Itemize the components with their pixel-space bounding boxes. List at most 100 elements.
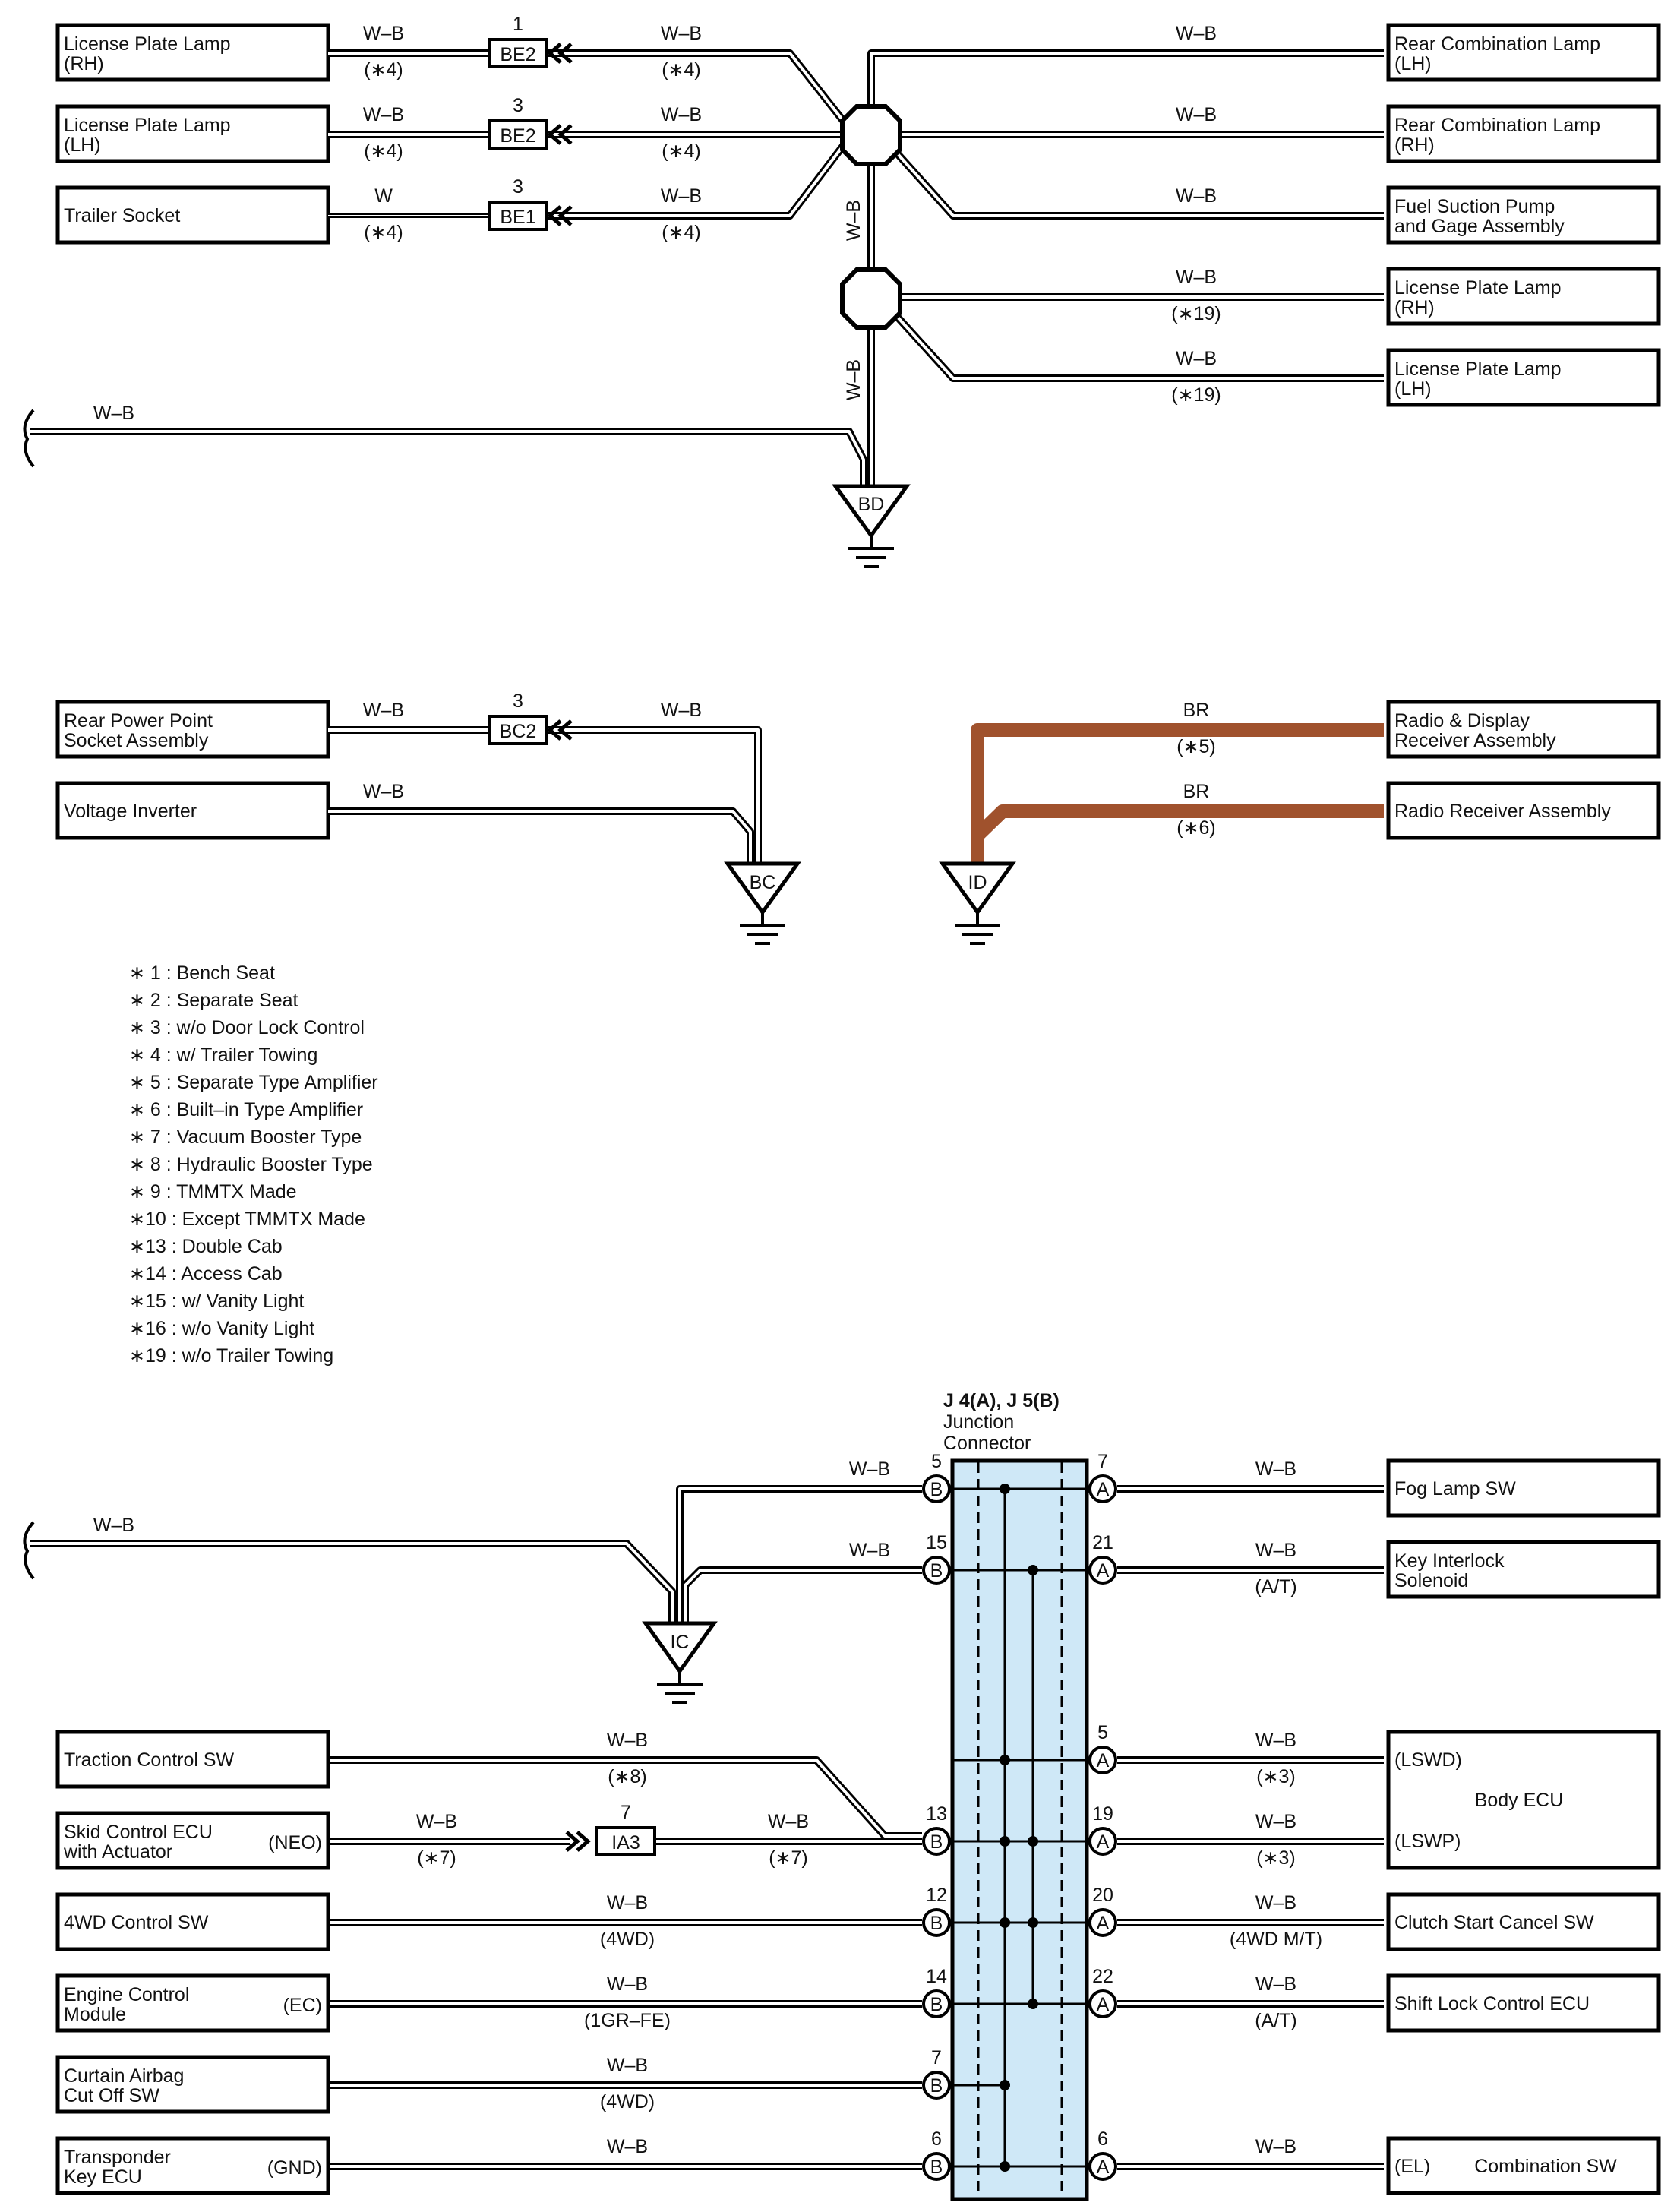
legend-item: ∗ 9 : TMMTX Made xyxy=(129,1181,297,1202)
svg-text:B: B xyxy=(930,1913,943,1934)
svg-text:ID: ID xyxy=(968,872,987,893)
svg-text:(∗19): (∗19) xyxy=(1171,303,1221,324)
component-shift-lock-control-ecu: Shift Lock Control ECU W–B (A/T) xyxy=(1255,1973,1661,2033)
svg-text:(4WD): (4WD) xyxy=(600,1929,655,1950)
svg-text:7: 7 xyxy=(931,2047,942,2068)
wire-label: BR xyxy=(1183,700,1210,721)
component-radio-display-receiver: Radio & Display Receiver Assembly xyxy=(1386,700,1661,759)
svg-text:Cut Off SW: Cut Off SW xyxy=(64,2085,159,2106)
legend-item: ∗ 3 : w/o Door Lock Control xyxy=(129,1017,365,1038)
svg-text:Key ECU: Key ECU xyxy=(64,2166,142,2188)
legend-item: ∗16 : w/o Vanity Light xyxy=(129,1318,314,1339)
component-rear-power-point: Rear Power Point Socket Assembly xyxy=(55,700,330,759)
svg-text:J 4(A), J 5(B): J 4(A), J 5(B) xyxy=(943,1390,1060,1411)
svg-text:License Plate Lamp: License Plate Lamp xyxy=(64,115,231,136)
svg-text:with Actuator: with Actuator xyxy=(63,1841,172,1863)
svg-text:W–B: W–B xyxy=(1176,104,1217,125)
svg-text:BC: BC xyxy=(750,872,776,893)
splice-point xyxy=(840,267,902,330)
svg-text:BE1: BE1 xyxy=(500,207,535,228)
svg-text:(EC): (EC) xyxy=(283,1995,322,2016)
svg-text:IA3: IA3 xyxy=(611,1832,640,1853)
legend-item: ∗19 : w/o Trailer Towing xyxy=(129,1345,333,1367)
wire-label: W–B xyxy=(661,700,702,721)
svg-text:(RH): (RH) xyxy=(64,53,104,74)
component-license-plate-lamp-lh-2: License Plate Lamp (LH) W–B (∗19) xyxy=(1171,348,1661,407)
svg-text:W–B: W–B xyxy=(1176,23,1217,44)
junction-dots xyxy=(1000,1484,1038,2172)
svg-text:5: 5 xyxy=(1097,1722,1108,1743)
svg-text:W–B: W–B xyxy=(1176,267,1217,288)
svg-text:(∗4): (∗4) xyxy=(662,59,701,81)
wire-label: BR xyxy=(1183,781,1210,802)
ground-id: ID xyxy=(939,861,1016,945)
svg-text:Rear Power Point: Rear Power Point xyxy=(64,710,213,732)
splice-point xyxy=(840,104,902,166)
svg-text:(LSWP): (LSWP) xyxy=(1394,1831,1461,1852)
svg-text:A: A xyxy=(1097,1994,1110,2015)
svg-text:W–B: W–B xyxy=(607,1730,648,1751)
svg-text:3: 3 xyxy=(513,95,523,116)
svg-text:BE2: BE2 xyxy=(500,44,535,65)
svg-text:Module: Module xyxy=(64,2004,126,2025)
legend-item: ∗10 : Except TMMTX Made xyxy=(129,1209,365,1230)
svg-text:(∗4): (∗4) xyxy=(364,59,403,81)
svg-text:B: B xyxy=(930,1994,943,2015)
svg-text:License Plate Lamp: License Plate Lamp xyxy=(1394,277,1562,299)
svg-text:(RH): (RH) xyxy=(1394,297,1435,318)
svg-text:Voltage Inverter: Voltage Inverter xyxy=(64,801,197,822)
component-license-plate-lamp-lh: License Plate Lamp (LH) xyxy=(55,104,330,163)
component-fuel-suction-pump: Fuel Suction Pump and Gage Assembly W–B xyxy=(1176,185,1661,245)
svg-text:W–B: W–B xyxy=(1255,1892,1296,1913)
component-fog-lamp-sw: Fog Lamp SW W–B xyxy=(1255,1458,1661,1518)
svg-text:A: A xyxy=(1097,1913,1110,1934)
component-body-ecu: (LSWD) (LSWP) Body ECU W–B (∗3) W–B (∗3) xyxy=(1255,1730,1661,1870)
component-skid-control-ecu: Skid Control ECU with Actuator (NEO) W–B… xyxy=(55,1811,809,1870)
legend-item: ∗ 1 : Bench Seat xyxy=(129,962,275,984)
middle-wires-left xyxy=(328,726,762,862)
svg-text:W: W xyxy=(374,185,393,207)
svg-text:W–B: W–B xyxy=(363,104,404,125)
svg-text:License Plate Lamp: License Plate Lamp xyxy=(1394,359,1562,380)
svg-text:(∗8): (∗8) xyxy=(608,1766,647,1787)
svg-text:Shift Lock Control ECU: Shift Lock Control ECU xyxy=(1394,1993,1590,2014)
wire-label: W–B xyxy=(849,1458,890,1480)
svg-text:W–B: W–B xyxy=(363,23,404,44)
component-radio-receiver: Radio Receiver Assembly xyxy=(1386,781,1661,840)
svg-text:22: 22 xyxy=(1092,1966,1113,1987)
svg-text:Fuel Suction Pump: Fuel Suction Pump xyxy=(1394,196,1555,217)
svg-text:(∗7): (∗7) xyxy=(417,1847,456,1869)
svg-text:W–B: W–B xyxy=(661,104,702,125)
svg-text:Clutch Start Cancel SW: Clutch Start Cancel SW xyxy=(1394,1912,1594,1933)
svg-text:Curtain Airbag: Curtain Airbag xyxy=(64,2065,184,2087)
svg-text:Receiver Assembly: Receiver Assembly xyxy=(1394,730,1556,751)
svg-text:BC2: BC2 xyxy=(500,721,537,742)
svg-text:Engine Control: Engine Control xyxy=(64,1984,189,2005)
svg-text:Socket Assembly: Socket Assembly xyxy=(64,730,209,751)
component-traction-control-sw: Traction Control SW W–B (∗8) xyxy=(55,1730,648,1789)
ground-bc: BC xyxy=(724,861,801,945)
svg-text:Radio Receiver Assembly: Radio Receiver Assembly xyxy=(1394,801,1611,822)
svg-text:15: 15 xyxy=(926,1532,947,1553)
wire-break-mark xyxy=(23,409,35,468)
ground-ic: IC xyxy=(642,1621,718,1704)
connector-be2-b: BE2 3 xyxy=(488,95,573,150)
junction-connector: J 4(A), J 5(B) Junction Connector xyxy=(943,1390,1089,2201)
svg-text:21: 21 xyxy=(1092,1532,1113,1553)
svg-text:B: B xyxy=(930,1831,943,1853)
wire-label: W–B xyxy=(93,1515,134,1536)
svg-text:Transponder: Transponder xyxy=(64,2147,171,2168)
svg-text:W–B: W–B xyxy=(768,1811,809,1832)
svg-text:W–B: W–B xyxy=(1176,185,1217,207)
middle-wires-br xyxy=(971,723,1384,862)
svg-text:6: 6 xyxy=(1097,2128,1108,2150)
bottom-wires xyxy=(30,1485,1384,2170)
svg-text:(NEO): (NEO) xyxy=(268,1832,322,1853)
svg-text:(∗7): (∗7) xyxy=(769,1847,808,1869)
svg-text:Rear Combination Lamp: Rear Combination Lamp xyxy=(1394,33,1600,55)
connector-ia3: IA3 7 xyxy=(565,1802,656,1856)
top-wires-left xyxy=(328,49,850,220)
svg-text:(4WD): (4WD) xyxy=(600,2091,655,2112)
svg-text:(∗4): (∗4) xyxy=(662,222,701,243)
